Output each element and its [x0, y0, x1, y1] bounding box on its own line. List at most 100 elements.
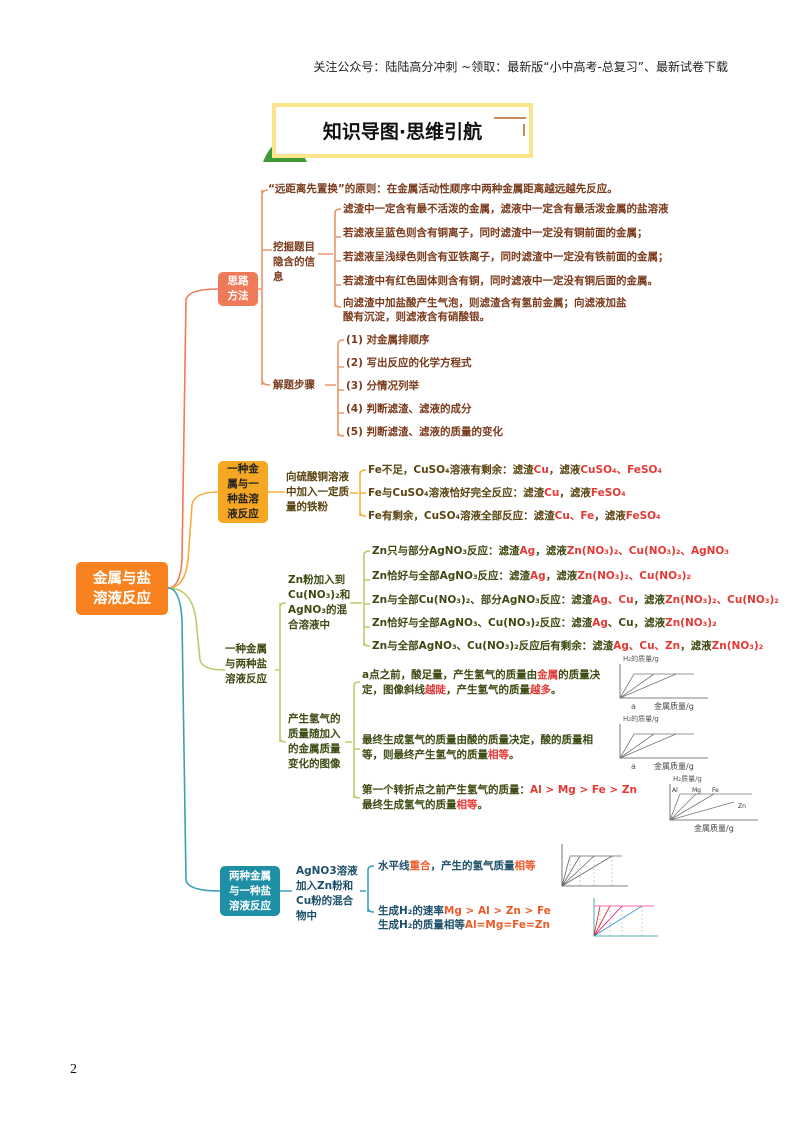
highlight-text: Ag: [530, 570, 546, 582]
mini-graph: H₂的质量/g a 金属质量/g: [619, 714, 708, 771]
text-segment: ，滤液: [548, 464, 581, 476]
text-segment: 。: [509, 749, 520, 761]
case-item: Fe有剩余，CuSO₄溶液全部反应：滤渣Cu、Fe，滤液FeSO₄: [368, 509, 661, 524]
highlight-text: Ag: [592, 617, 608, 629]
step-item: (4) 判断滤渣、滤液的成分: [346, 403, 472, 415]
branch-one-metal-two-salts: 一种金属与两种盐溶液反应: [225, 643, 267, 685]
text-segment: 最终生成氢气的质量由酸的质量决定，酸的质量相: [362, 734, 593, 746]
case-item: Zn恰好与全部AgNO₃反应：滤渣Ag，滤液Zn(NO₃)₂、Cu(NO₃)₂: [372, 569, 691, 584]
text-segment: ，滤液: [545, 570, 578, 582]
graph-xlabel: 金属质量/g: [694, 823, 734, 833]
title-corner-decoration: [494, 117, 526, 136]
text-segment: Fe不足，CuSO₄溶液有剩余：滤渣: [368, 464, 534, 476]
highlight-text: Cu、Fe: [554, 510, 595, 522]
series-label: Fe: [712, 787, 719, 794]
text-segment: 定，图像斜线: [362, 684, 425, 696]
highlight-text: Cu: [533, 464, 549, 476]
case-item: Fe不足，CuSO₄溶液有剩余：滤渣Cu，滤液CuSO₄、FeSO₄: [368, 463, 662, 478]
text-segment: 生成H₂的速率: [378, 905, 444, 917]
branch-node-two-metals-one-salt: 两种金属与一种盐溶液反应: [220, 866, 280, 916]
branch-label: 思路方法: [227, 275, 249, 302]
case-item: Zn与全部AgNO₃、Cu(NO₃)₂反应后有剩余：滤渣Ag、Cu、Zn，滤液Z…: [372, 639, 763, 654]
text-segment: 、Cu，滤液: [607, 617, 666, 629]
highlight-text: Zn(NO₃)₂: [711, 640, 764, 652]
highlight-text: Cu: [544, 487, 560, 499]
highlight-text: 越多: [530, 684, 551, 696]
title-text: 知识导图·思维引航: [322, 121, 483, 143]
text-segment: Zn只与部分AgNO₃反应：滤渣: [372, 545, 520, 557]
text-segment: 生成H₂的质量相等: [378, 919, 465, 931]
case-item: Zn与全部Cu(NO₃)₂、部分AgNO₃反应：滤渣Ag、Cu，滤液Zn(NO₃…: [372, 593, 779, 608]
graph-point: a: [631, 702, 636, 711]
text-segment: Zn与全部AgNO₃、Cu(NO₃)₂反应后有剩余：滤渣: [372, 640, 614, 652]
hidden-info-item: 若滤渣中有红色固体则含有铜，同时滤液中一定没有铜后面的金属。: [343, 275, 658, 287]
text-segment: a点之前，酸足量，产生氢气的质量由: [362, 669, 538, 681]
text-segment: ，滤液: [559, 487, 591, 499]
highlight-text: 越陡: [425, 684, 446, 696]
page-number: 2: [70, 1062, 77, 1077]
graph-note: 最终生成氢气的质量由酸的质量决定，酸的质量相: [362, 733, 593, 748]
text-segment: ，产生的氢气质量: [430, 860, 515, 872]
graph-ylabel: H₂的质量/g: [623, 654, 659, 663]
graph-note: 等，则最终产生氢气的质量相等。: [362, 748, 520, 763]
highlight-text: Mg > Al > Zn > Fe: [443, 905, 551, 917]
graph-note: 第一个转折点之前产生氢气的质量：Al > Mg > Fe > Zn: [362, 783, 637, 798]
graph-note: 水平线重合，产生的氢气质量相等: [378, 859, 536, 874]
graph-ylabel: H₂质量/g: [673, 774, 702, 783]
text-segment: ，产生氢气的质量: [446, 684, 530, 696]
highlight-text: FeSO₄: [590, 487, 626, 499]
hidden-info-item: 若滤液呈浅绿色则含有亚铁离子，同时滤渣中一定没有铁前面的金属；: [343, 251, 669, 263]
mini-graph: H₂的质量/g a 金属质量/g: [619, 654, 708, 711]
case-item: Fe与CuSO₄溶液恰好完全反应：滤渣Cu，滤液FeSO₄: [368, 486, 626, 501]
text-segment: ，滤液: [680, 640, 712, 652]
text-segment: 水平线: [378, 860, 410, 872]
graph-note: a点之前，酸足量，产生氢气的质量由金属的质量决: [362, 668, 600, 683]
text-segment: ，滤液: [594, 510, 626, 522]
step-item: (2) 写出反应的化学方程式: [346, 357, 472, 369]
principle-text: “远距离先置换”的原则：在金属活动性顺序中两种金属距离越远越先反应。: [268, 183, 618, 195]
text-segment: 等，则最终产生氢气的质量: [362, 749, 488, 761]
graph-note: 生成H₂的速率Mg > Al > Zn > Fe: [378, 904, 551, 919]
page-header: 关注公众号：陆陆高分冲刺 ~领取：最新版“小中高考-总复习”、最新试卷下载: [313, 60, 728, 74]
branch-node-one-metal-one-salt: 一种金属与一种盐溶液反应: [218, 461, 268, 523]
steps-label: 解题步骤: [273, 379, 315, 391]
mini-graph: [593, 898, 658, 937]
highlight-text: Zn(NO₃)₂、Cu(NO₃)₂: [577, 570, 691, 582]
branch-label: 两种金属与一种盐溶液反应: [229, 869, 271, 912]
series-label: Zn: [738, 803, 746, 810]
graph-point: a: [631, 762, 636, 771]
highlight-text: Ag: [519, 545, 536, 557]
highlight-text: Ag、Cu、Zn: [613, 640, 681, 652]
highlight-text: 相等: [488, 749, 509, 761]
hidden-info-label: 挖掘题目隐含的信息: [273, 241, 315, 283]
case-item: Zn只与部分AgNO₃反应：滤渣Ag，滤液Zn(NO₃)₂、Cu(NO₃)₂、A…: [372, 544, 729, 559]
highlight-text: 重合: [409, 860, 431, 872]
highlight-text: Zn(NO₃)₂: [665, 617, 717, 629]
branch-node-method: 思路方法: [218, 272, 258, 306]
condition-text: AgNO3溶液加入Zn粉和Cu粉的混合物中: [296, 865, 358, 922]
root-node: 金属与盐溶液反应: [76, 562, 168, 615]
sub-condition-text: Zn粉加入到Cu(NO₃)₂和AgNO₃的混合溶液中: [288, 574, 351, 631]
highlight-text: Ag、Cu: [592, 594, 634, 606]
hidden-info-item: 若滤液呈蓝色则含有铜离子，同时滤渣中一定没有铜前面的金属；: [343, 227, 648, 239]
text-segment: ，滤液: [535, 545, 567, 557]
text-segment: Fe与CuSO₄溶液恰好完全反应：滤渣: [368, 487, 545, 499]
highlight-text: 相等: [456, 799, 478, 811]
text-segment: ，滤液: [633, 594, 666, 606]
text-segment: 最终生成氢气的质量: [362, 799, 457, 811]
highlight-text: 相等: [514, 860, 536, 872]
graph-note: 定，图像斜线越陡，产生氢气的质量越多。: [362, 683, 562, 698]
highlight-text: Al > Mg > Fe > Zn: [530, 784, 637, 796]
series-label: Mg: [692, 787, 701, 794]
text-segment: Zn与全部Cu(NO₃)₂、部分AgNO₃反应：滤渣: [372, 594, 593, 606]
text-segment: Zn恰好与全部AgNO₃、Cu(NO₃)₂反应：滤渣: [372, 617, 593, 629]
graph-xlabel: 金属质量/g: [654, 701, 694, 711]
sub-condition-text: 产生氢气的质量随加入的金属质量变化的图像: [288, 713, 341, 770]
highlight-text: 金属: [537, 669, 559, 681]
text-segment: 。: [551, 684, 562, 696]
highlight-text: CuSO₄、FeSO₄: [580, 464, 663, 476]
graph-note: 最终生成氢气的质量相等。: [362, 798, 488, 813]
hidden-info-item: 酸有沉淀，则滤液含有硝酸银。: [343, 311, 490, 323]
graph-xlabel: 金属质量/g: [654, 761, 694, 771]
